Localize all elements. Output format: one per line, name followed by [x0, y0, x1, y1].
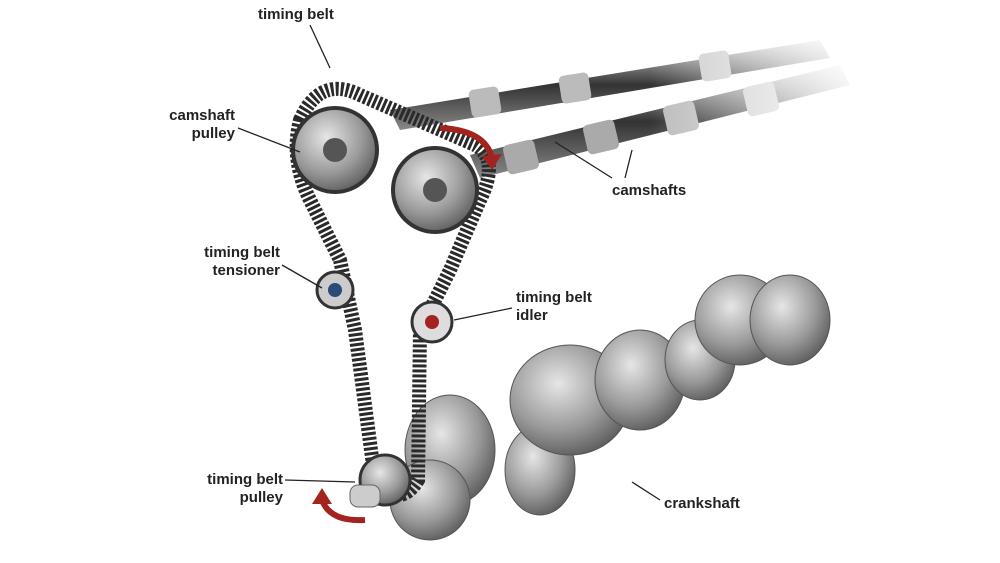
label-line: pulley [239, 489, 283, 506]
crankshaft-shape [389, 274, 831, 541]
label-camshafts: camshafts [612, 182, 687, 199]
leader-lines [237, 24, 661, 501]
label-timing-belt-idler: timing belt idler [516, 289, 592, 325]
tensioner-shape [315, 270, 355, 310]
label-timing-belt-pulley: timing belt pulley [180, 471, 283, 507]
label-line: camshaft [169, 107, 235, 124]
label-line: timing belt [204, 244, 280, 261]
label-line: timing belt [207, 471, 283, 488]
label-line: tensioner [212, 262, 280, 279]
label-line: idler [516, 307, 548, 324]
label-timing-belt-tensioner: timing belt tensioner [180, 244, 280, 280]
label-timing-belt: timing belt [258, 6, 334, 23]
label-line: timing belt [516, 289, 592, 306]
label-camshaft-pulley: camshaft pulley [150, 107, 235, 143]
arrowhead-crank-icon [312, 488, 332, 504]
camshaft-pulley-right [391, 146, 479, 234]
arrowhead-cam-icon [482, 154, 502, 170]
idler-shape [410, 300, 454, 344]
camshaft-pulley-left [291, 106, 379, 194]
crank-pulley-shape [349, 453, 412, 508]
label-line: pulley [191, 125, 235, 142]
label-crankshaft: crankshaft [664, 495, 740, 512]
rotation-arrow-cam-icon [439, 125, 495, 159]
